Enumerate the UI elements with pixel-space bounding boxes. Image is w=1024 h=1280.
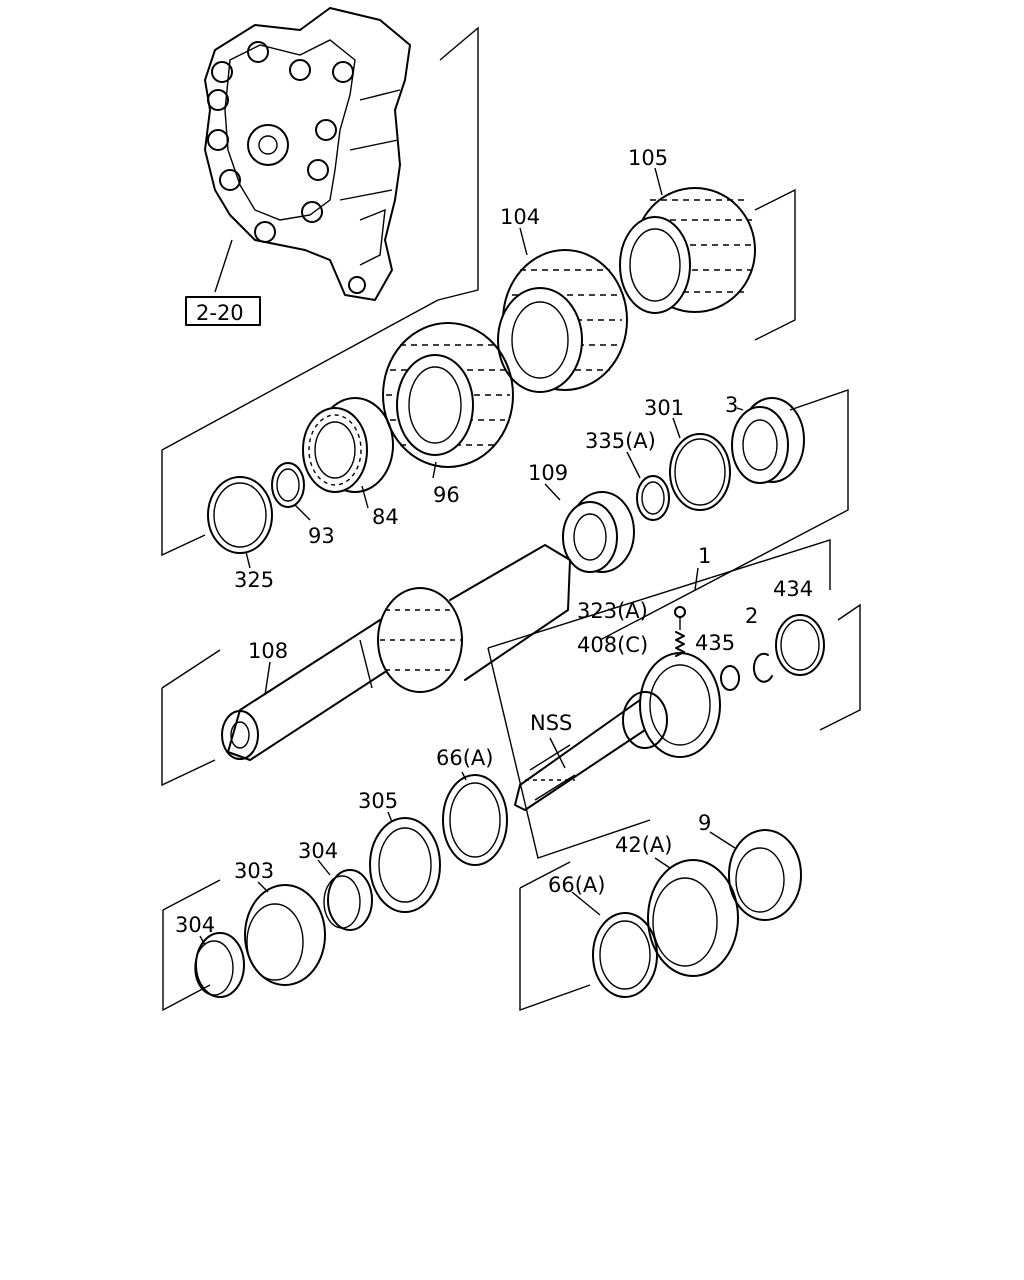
label-109: 109 — [528, 461, 568, 485]
sync-ring-66a-upper — [442, 774, 508, 866]
label-105: 105 — [628, 146, 668, 170]
label-66a-lower: 66(A) — [548, 873, 605, 897]
label-96: 96 — [433, 483, 460, 507]
label-305: 305 — [358, 789, 398, 813]
sync-ring-66a-lower — [592, 912, 658, 998]
ring-301 — [669, 433, 731, 511]
label-3: 3 — [725, 393, 738, 417]
label-323a: 323(A) — [577, 599, 648, 623]
label-104: 104 — [500, 205, 540, 229]
label-93: 93 — [308, 524, 335, 548]
label-304-lower: 304 — [175, 913, 215, 937]
label-84: 84 — [372, 505, 399, 529]
label-9: 9 — [698, 811, 711, 835]
ring-325 — [207, 476, 273, 554]
label-303: 303 — [234, 859, 274, 883]
label-leaders — [199, 167, 744, 946]
label-335a: 335(A) — [585, 429, 656, 453]
part-labels: 105 104 3 301 335(A) 109 96 84 93 325 1 … — [175, 146, 813, 937]
label-435: 435 — [695, 631, 735, 655]
label-2: 2 — [745, 604, 758, 628]
ring-305 — [369, 817, 441, 913]
snap-ring-335a — [636, 475, 670, 521]
label-66a-upper: 66(A) — [436, 746, 493, 770]
label-108: 108 — [248, 639, 288, 663]
shaft-108 — [221, 544, 571, 761]
snap-ring-93 — [271, 462, 305, 508]
leader-lines — [161, 26, 861, 1012]
label-304-upper: 304 — [298, 839, 338, 863]
label-434: 434 — [773, 577, 813, 601]
label-nss: NSS — [530, 711, 572, 735]
label-42a: 42(A) — [615, 833, 672, 857]
gear-104 — [497, 249, 628, 393]
bearing-109 — [562, 491, 635, 573]
label-1: 1 — [698, 544, 711, 568]
gear-96 — [382, 322, 514, 468]
reference-box-label: 2-20 — [196, 301, 244, 325]
label-408c: 408(C) — [577, 633, 648, 657]
gear-303 — [244, 884, 326, 986]
bearing-304-upper — [323, 869, 373, 931]
hub-9 — [728, 829, 802, 921]
bearing-3 — [731, 397, 805, 484]
bearing-84 — [302, 397, 394, 493]
label-301: 301 — [644, 396, 684, 420]
bearing-304-lower — [194, 932, 245, 998]
sleeve-42a — [647, 859, 739, 977]
gear-105 — [619, 187, 756, 314]
small-parts — [674, 606, 825, 691]
label-325: 325 — [234, 568, 274, 592]
transmission-housing: 2-20 — [185, 7, 411, 326]
